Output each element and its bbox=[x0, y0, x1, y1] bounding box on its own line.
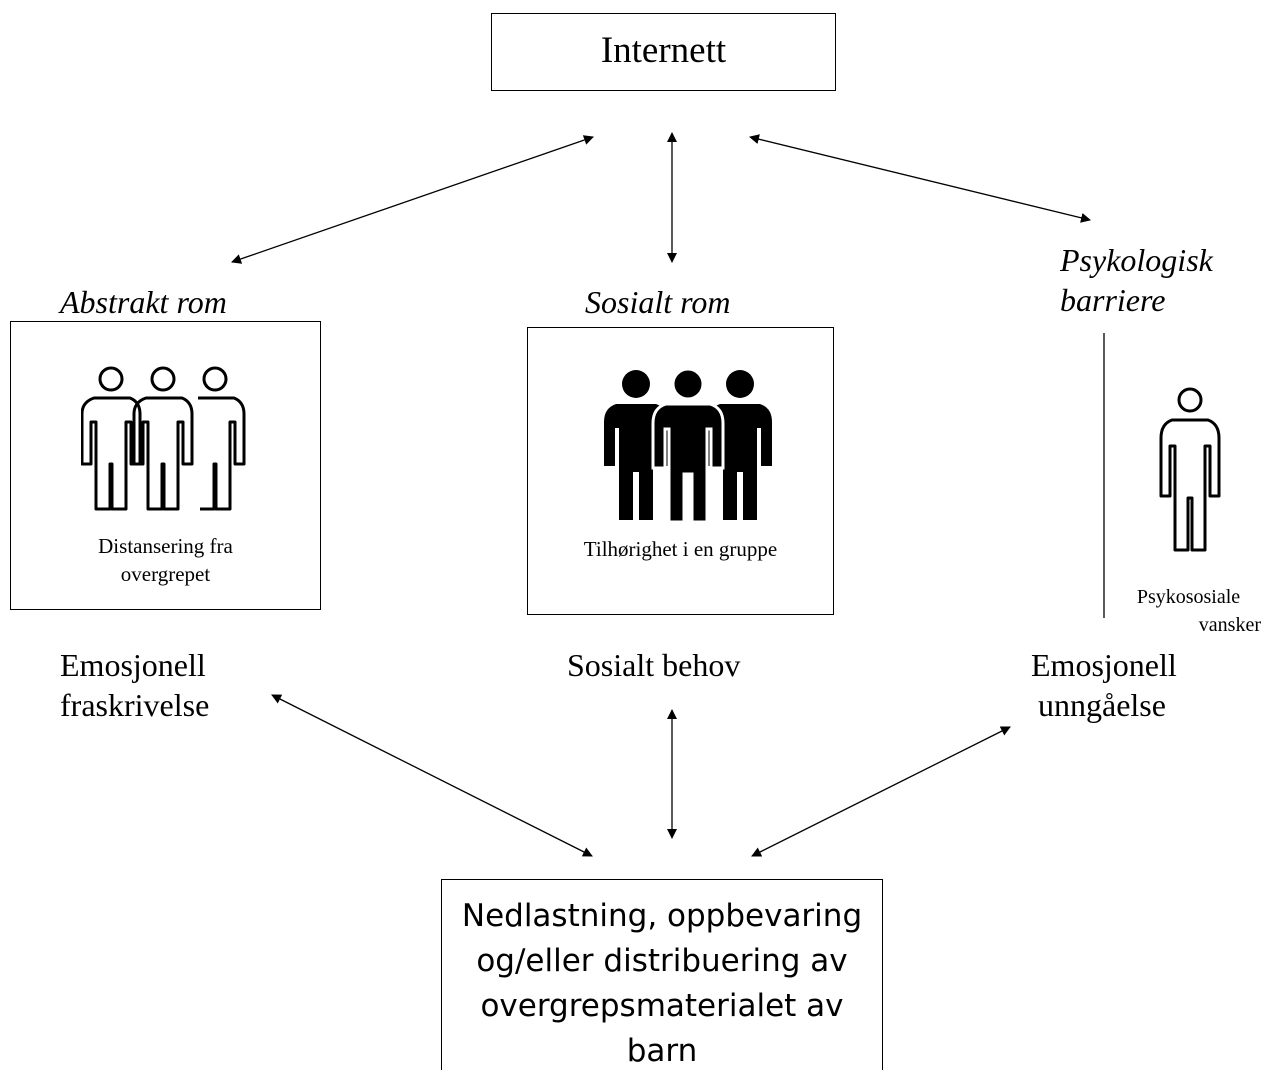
internet-node: Internett bbox=[491, 13, 836, 91]
three-outlined-people-icon bbox=[81, 364, 253, 514]
social-space-box: Tilhørighet i en gruppe bbox=[527, 327, 834, 615]
arrow-psychological-bottom bbox=[751, 726, 1011, 857]
arrow-abstract-bottom bbox=[271, 694, 593, 857]
arrow-internet-abstract bbox=[231, 135, 594, 264]
social-box-caption: Tilhørighet i en gruppe bbox=[583, 537, 778, 561]
material-handling-line1: Nedlastning, oppbevaring bbox=[461, 898, 863, 934]
abstract-box-caption-line1: Distansering fra bbox=[98, 534, 233, 558]
abstract-box-caption-line2: overgrepet bbox=[120, 562, 211, 586]
material-handling-line2: og/eller distribuering av bbox=[476, 943, 848, 979]
psychosocial-caption-line1: Psykososiale bbox=[1136, 586, 1241, 608]
material-handling-line4: barn bbox=[626, 1033, 698, 1069]
internet-label: Internett bbox=[600, 30, 727, 71]
psychological-barrier-heading-line2: barriere bbox=[1060, 282, 1166, 318]
psychological-barrier-heading-line1: Psykologisk bbox=[1060, 242, 1213, 278]
psychological-outcome-line2: unngåelse bbox=[1038, 687, 1166, 723]
material-handling-line3: overgrepsmaterialet av bbox=[480, 988, 844, 1024]
abstract-outcome-line1: Emosjonell bbox=[60, 647, 206, 683]
psychological-outcome-line1: Emosjonell bbox=[1031, 647, 1177, 683]
psychosocial-caption-line2: vansker bbox=[1198, 614, 1261, 636]
arrow-internet-psychological bbox=[749, 134, 1091, 223]
material-handling-node: Nedlastning, oppbevaring og/eller distri… bbox=[441, 879, 883, 1070]
abstract-space-box: Distansering fra overgrepet bbox=[10, 321, 321, 610]
social-space-heading: Sosialt rom bbox=[585, 284, 731, 320]
three-filled-people-icon bbox=[602, 368, 774, 524]
abstract-outcome-line2: fraskrivelse bbox=[60, 687, 210, 723]
social-outcome: Sosialt behov bbox=[567, 647, 741, 683]
single-outlined-person-icon bbox=[1158, 386, 1222, 554]
abstract-space-heading: Abstrakt rom bbox=[60, 284, 227, 320]
